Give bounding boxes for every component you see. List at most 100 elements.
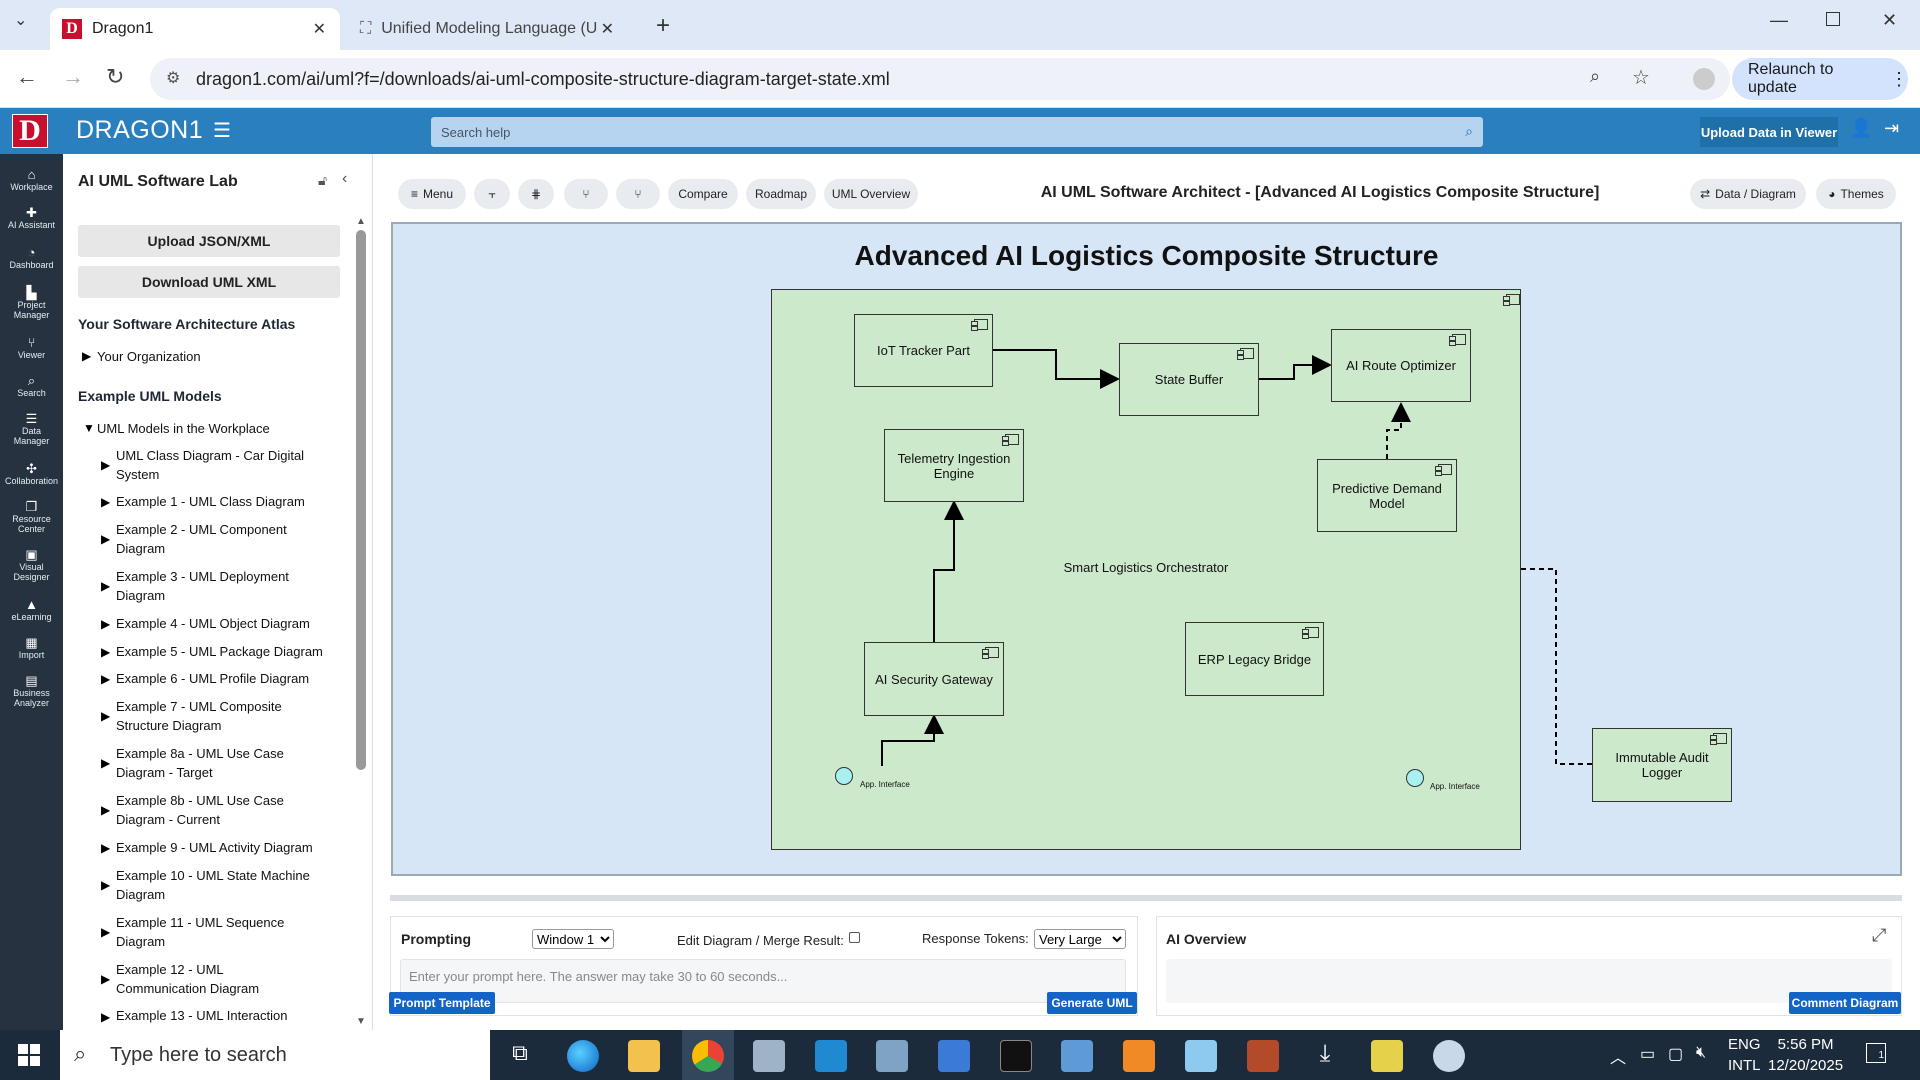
terminal-icon[interactable] (1000, 1040, 1032, 1072)
port-app-interface-right[interactable] (1406, 769, 1424, 787)
uml-overview-button[interactable]: UML Overview (824, 179, 918, 209)
scroll-down-icon[interactable]: ▼ (356, 1016, 366, 1027)
part-immutable-audit-logger[interactable]: Immutable Audit Logger (1592, 728, 1732, 802)
close-tab-icon[interactable]: ✕ (600, 21, 614, 38)
rail-business-analyzer[interactable]: ▤Business Analyzer (0, 674, 63, 708)
part-telemetry-ingestion[interactable]: Telemetry Ingestion Engine (884, 429, 1024, 502)
edit-merge-checkbox[interactable] (849, 932, 860, 943)
tree-item-model[interactable]: UML Class Diagram - Car Digital System (116, 448, 305, 482)
rail-dashboard[interactable]: ◔Dashboard (0, 246, 63, 270)
chrome-icon[interactable] (692, 1040, 724, 1072)
bookmark-star-icon[interactable]: ☆ (1632, 67, 1650, 89)
tab-search-chevron-icon[interactable]: ⌄ (14, 12, 28, 29)
expand-triangle-icon[interactable]: ▶ (101, 709, 111, 723)
profile-avatar-icon[interactable] (1693, 68, 1715, 90)
site-info-icon[interactable]: ⚙ (166, 70, 181, 87)
app-icon[interactable] (1371, 1040, 1403, 1072)
taskbar-search[interactable]: ⌕ Type here to search (60, 1030, 490, 1080)
close-window-icon[interactable]: ✕ (1882, 10, 1898, 30)
tree-layout-alt-button[interactable]: ⑂ (616, 179, 660, 209)
expand-triangle-icon[interactable]: ▶ (82, 349, 92, 363)
upload-json-xml-button[interactable]: Upload JSON/XML (78, 225, 340, 257)
distribute-tool-button[interactable]: ⋕ (518, 179, 554, 209)
logout-icon[interactable]: ⇥ (1884, 118, 1900, 138)
app-icon[interactable] (753, 1040, 785, 1072)
rail-resource-center[interactable]: ❐Resource Center (0, 500, 63, 534)
tokens-select[interactable]: Very Large (1034, 929, 1126, 949)
compare-button[interactable]: Compare (668, 179, 738, 209)
rail-visual-designer[interactable]: ▣Visual Designer (0, 548, 63, 582)
expand-triangle-icon[interactable]: ▶ (101, 617, 111, 631)
window-select[interactable]: Window 1 (532, 929, 614, 949)
relaunch-button[interactable]: Relaunch to update⋮ (1732, 58, 1908, 100)
prompt-input[interactable]: Enter your prompt here. The answer may t… (400, 959, 1126, 1003)
save-app-icon[interactable] (938, 1040, 970, 1072)
network-tray-icon[interactable]: ▭ (1640, 1046, 1656, 1063)
rail-data-manager[interactable]: ☰Data Manager (0, 412, 63, 446)
rail-search[interactable]: ⌕Search (0, 374, 63, 398)
part-state-buffer[interactable]: State Buffer (1119, 343, 1259, 416)
app-icon[interactable] (1061, 1040, 1093, 1072)
data-diagram-button[interactable]: ⇄Data / Diagram (1690, 179, 1806, 209)
expand-triangle-icon[interactable]: ▶ (101, 925, 111, 939)
edge-icon[interactable] (567, 1040, 599, 1072)
tree-item-model[interactable]: Example 7 - UML Composite Structure Diag… (116, 699, 282, 733)
expand-triangle-icon[interactable]: ▶ (101, 495, 111, 509)
expand-triangle-icon[interactable]: ▶ (101, 579, 111, 593)
tree-group-workplace[interactable]: UML Models in the Workplace (97, 421, 270, 436)
part-ai-security-gateway[interactable]: AI Security Gateway (864, 642, 1004, 716)
task-view-icon[interactable]: ⧉ (512, 1040, 528, 1065)
reload-icon[interactable]: ↻ (106, 64, 125, 89)
expand-triangle-icon[interactable]: ▶ (101, 645, 111, 659)
download-icon[interactable]: ⤓ (1319, 1040, 1331, 1067)
tree-item-model[interactable]: Example 9 - UML Activity Diagram (116, 840, 313, 855)
tree-item-model[interactable]: Example 12 - UML Communication Diagram (116, 962, 260, 996)
roadmap-button[interactable]: Roadmap (746, 179, 816, 209)
close-tab-icon[interactable]: ✕ (312, 21, 326, 38)
minimize-icon[interactable]: — (1770, 10, 1788, 30)
search-help-input[interactable]: Search help ⌕ (431, 117, 1483, 147)
tree-item-model[interactable]: Example 4 - UML Object Diagram (116, 616, 310, 631)
align-tool-button[interactable]: ⫟ (474, 179, 510, 209)
part-erp-legacy-bridge[interactable]: ERP Legacy Bridge (1185, 622, 1324, 696)
windows-start-icon[interactable] (18, 1044, 40, 1066)
expand-icon[interactable]: ⤢ (1872, 925, 1887, 945)
user-icon[interactable]: 👤 (1850, 118, 1873, 138)
port-app-interface-left[interactable] (835, 767, 853, 785)
notifications-icon[interactable]: 1 (1866, 1043, 1886, 1063)
media-player-icon[interactable] (1123, 1040, 1155, 1072)
tray-chevron-icon[interactable]: ︿ (1610, 1050, 1627, 1067)
tree-item-your-organization[interactable]: Your Organization (97, 349, 201, 364)
rail-viewer[interactable]: ⑂Viewer (0, 336, 63, 360)
tree-item-model[interactable]: Example 1 - UML Class Diagram (116, 494, 305, 509)
part-predictive-demand[interactable]: Predictive Demand Model (1317, 459, 1457, 532)
expand-triangle-icon[interactable]: ▶ (101, 1010, 111, 1024)
tab-dragon1[interactable]: D Dragon1 ✕ (50, 8, 340, 50)
tree-item-model[interactable]: Example 10 - UML State Machine Diagram (116, 868, 310, 902)
scroll-up-icon[interactable]: ▲ (356, 216, 366, 227)
themes-button[interactable]: ◕Themes (1816, 179, 1896, 209)
collapse-panel-icon[interactable]: ‹ (342, 170, 348, 187)
panel-scrollbar[interactable] (356, 230, 366, 770)
upload-data-viewer-button[interactable]: Upload Data in Viewer (1700, 117, 1838, 147)
more-menu-icon[interactable]: ⋮ (1890, 68, 1908, 89)
app-icon[interactable] (876, 1040, 908, 1072)
paint-icon[interactable] (1433, 1040, 1465, 1072)
menu-button[interactable]: ≡Menu (398, 179, 466, 209)
expand-triangle-icon[interactable]: ▶ (101, 972, 111, 986)
expand-triangle-icon[interactable]: ▶ (101, 841, 111, 855)
rail-workplace[interactable]: ⌂Workplace (0, 168, 63, 192)
volume-muted-icon[interactable]: 🔇︎ (1696, 1044, 1707, 1061)
tree-item-model[interactable]: Example 3 - UML Deployment Diagram (116, 569, 289, 603)
part-iot-tracker[interactable]: IoT Tracker Part (854, 314, 993, 387)
rail-ai-assistant[interactable]: ✚AI Assistant (0, 206, 63, 230)
download-uml-xml-button[interactable]: Download UML XML (78, 266, 340, 298)
expand-triangle-icon[interactable]: ▶ (101, 532, 111, 546)
dragon1-logo[interactable]: D (12, 114, 48, 148)
back-icon[interactable]: ← (16, 64, 38, 89)
display-tray-icon[interactable]: ▢ (1668, 1046, 1684, 1063)
comment-diagram-button[interactable]: Comment Diagram (1789, 992, 1901, 1014)
tree-item-model[interactable]: Example 8a - UML Use Case Diagram - Targ… (116, 746, 284, 780)
tree-item-model[interactable]: Example 11 - UML Sequence Diagram (116, 915, 285, 949)
